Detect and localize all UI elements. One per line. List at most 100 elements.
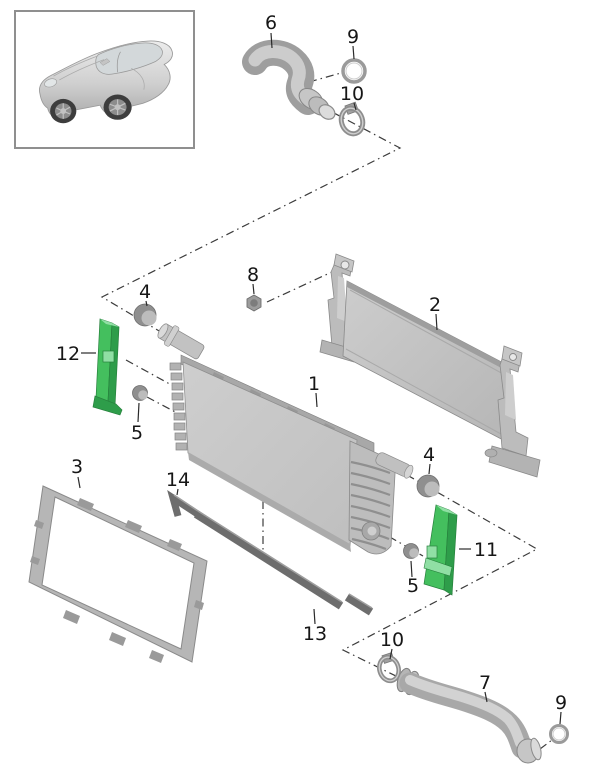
frame3-tabs [30, 498, 204, 663]
part-1-radiator [157, 323, 414, 555]
callout-2-leader [435, 313, 438, 331]
callout-5-left-leader [137, 402, 140, 423]
car-headlight [44, 78, 58, 88]
part-7-lower-hose [396, 667, 542, 764]
part-5-grommet-right [403, 543, 419, 559]
bracket11-step [423, 557, 453, 577]
seal13-segment-a-highlight [197, 510, 343, 603]
radiator-lower-port-center [367, 526, 377, 536]
part-12-bracket-left [92, 318, 123, 416]
callout-10-lower-label: 10 [380, 629, 404, 651]
callout-10-upper-label: 10 [340, 83, 364, 105]
callout-14-leader [176, 488, 179, 496]
part-4-grommet-left [133, 303, 157, 327]
callout-3-label: 3 [71, 456, 83, 478]
callout-5-right-label: 5 [407, 575, 419, 597]
part-6-upper-hose [242, 39, 336, 120]
radiator-filler-neck [157, 323, 205, 360]
car-wheel-front [50, 98, 77, 124]
radiator-outlet-tube [375, 452, 414, 479]
callout-13-label: 13 [303, 623, 327, 645]
reference-line-bracket12-radiator [125, 359, 178, 389]
part-10-lower-clamp [376, 652, 402, 684]
frame2-panel-ridges [345, 289, 506, 435]
car-illustration [39, 40, 173, 124]
callout-9-upper-label: 9 [347, 26, 359, 48]
part-2-mounting-frame [319, 253, 541, 478]
frame2-right-hole [509, 353, 517, 361]
bracket12-top [100, 319, 119, 327]
callout-layer: 6 9 10 8 2 4 12 1 5 3 14 4 11 [56, 12, 567, 725]
reference-line-hose6-oring [308, 72, 342, 83]
callout-7-label: 7 [479, 672, 491, 694]
callout-4-right-leader [428, 463, 431, 475]
reference-line-grommet5l-radiator [146, 396, 180, 415]
radiator-bottom-rail [188, 452, 351, 552]
callout-6-leader [270, 32, 273, 49]
seal13-segment-a [193, 510, 344, 610]
callout-6-label: 6 [265, 12, 277, 34]
callout-10-upper-leader [353, 102, 357, 111]
callout-13-leader [313, 608, 316, 625]
frame2-right-bracket-window [505, 372, 516, 420]
part-3-duct-frame [28, 485, 208, 663]
callout-10-lower-leader [389, 648, 393, 660]
callout-7-leader [484, 691, 488, 703]
part-5-grommet-left [132, 385, 148, 401]
frame2-left-hole [340, 260, 350, 270]
callout-12-label: 12 [56, 343, 80, 365]
bracket12-foot [92, 395, 123, 416]
callout-8-leader [252, 283, 255, 295]
callout-2-label: 2 [429, 294, 441, 316]
reference-line-hose7-oring [539, 739, 553, 750]
reference-line-hose7-chain [341, 474, 539, 681]
vehicle-thumbnail-box [14, 10, 195, 149]
frame2-top-rail [347, 281, 509, 372]
seal13-segment-b [344, 593, 374, 616]
callout-3-leader [77, 476, 81, 489]
bracket12-clip [102, 350, 115, 363]
car-pillar-line [116, 51, 121, 73]
part-9-upper-oring [341, 58, 367, 84]
hose6-sheen [248, 45, 313, 106]
seal13-segment-b-highlight [348, 593, 373, 609]
callout-9-upper-leader [352, 45, 355, 60]
part-13-seal-strip [193, 510, 374, 616]
clamp10b-band-inner [378, 656, 400, 682]
callout-4-left-label: 4 [139, 281, 151, 303]
clamp10a-band-inner [340, 107, 364, 135]
car-mirror [99, 58, 111, 66]
part-10-upper-clamp [338, 101, 366, 137]
callout-9-lower-label: 9 [555, 692, 567, 714]
callout-4-right-label: 4 [423, 444, 435, 466]
hose7-end-disc [530, 737, 542, 761]
part-8-nut [246, 294, 262, 312]
porsche-911-icon [39, 40, 173, 124]
clamp10b-band [376, 654, 402, 684]
callout-1-leader [315, 392, 318, 408]
callout-8-label: 8 [247, 264, 259, 286]
hose7-sheen [405, 675, 525, 748]
bracket11-top [436, 505, 457, 515]
car-hood-lines [53, 55, 145, 90]
frame3-body [28, 485, 208, 663]
callout-11-label: 11 [474, 539, 498, 561]
part-9-lower-oring [549, 724, 569, 744]
callout-14-label: 14 [166, 469, 190, 491]
part-4-grommet-right [416, 474, 440, 498]
nut-bore [250, 299, 258, 307]
part-11-bracket-right [423, 504, 458, 596]
clamp10a-band [338, 105, 366, 137]
bracket11-clip [426, 545, 438, 559]
car-wheel-rear [103, 94, 132, 120]
car-greenhouse [95, 42, 163, 75]
radiator-left-ribs [169, 362, 188, 451]
callout-4-left-leader [145, 300, 148, 307]
frame2-left-bracket-window [337, 276, 347, 322]
callout-5-right-leader [410, 560, 413, 578]
callout-5-left-label: 5 [131, 422, 143, 444]
callout-9-lower-leader [559, 711, 562, 725]
callout-1-label: 1 [308, 373, 320, 395]
